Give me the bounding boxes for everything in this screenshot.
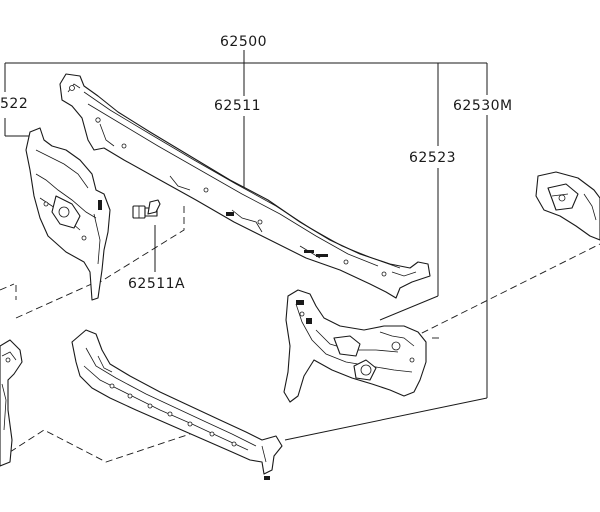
label-62511: 62511 <box>214 98 261 114</box>
label-62500: 62500 <box>220 34 267 50</box>
part-62511-upper-member <box>59 73 431 299</box>
label-62530m: 62530M <box>453 98 513 114</box>
part-62523-right-panel <box>283 289 427 403</box>
part-62530m-side <box>535 171 600 241</box>
part-522-left-panel <box>25 127 111 301</box>
label-62523: 62523 <box>409 150 456 166</box>
label-62511a: 62511A <box>128 276 185 292</box>
leader-lines <box>4 50 488 441</box>
part-lower-member <box>71 329 283 480</box>
part-left-lower-bracket <box>0 339 23 467</box>
part-62511a-bolt <box>132 199 161 219</box>
label-522: 522 <box>0 96 28 112</box>
dashed-lines <box>0 206 600 463</box>
